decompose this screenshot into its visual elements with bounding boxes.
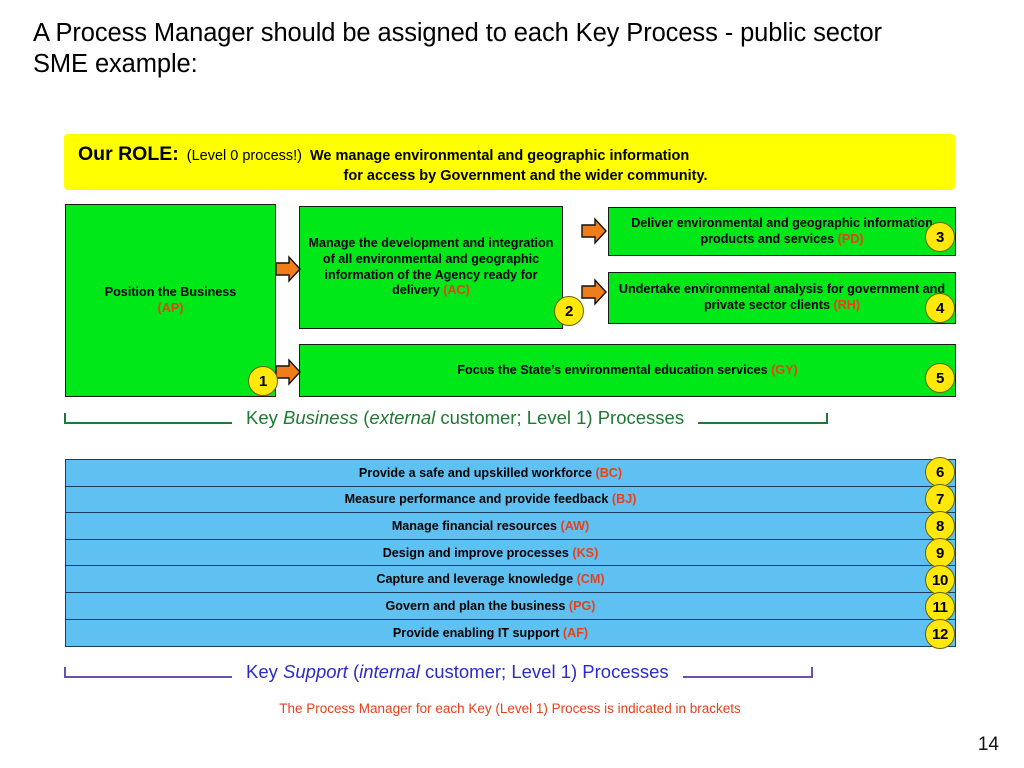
caption-bracket-right [682,666,813,678]
support-process-row[interactable]: Govern and plan the business (PG) [66,593,955,620]
support-process-row[interactable]: Provide a safe and upskilled workforce (… [66,460,955,487]
caption-key-business-processes: Key Business (external customer; Level 1… [64,405,956,431]
process-manager-code: (AC) [443,283,470,298]
caption-support-text: Key Support (internal customer; Level 1)… [232,661,683,683]
support-process-row[interactable]: Provide enabling IT support (AF) [66,620,955,647]
process-box-text: Position the Business (AP) [105,285,237,316]
process-box-text: Undertake environmental analysis for gov… [615,282,949,313]
process-label: Provide enabling IT support [392,625,563,640]
support-badge-11[interactable]: 11 [925,592,955,622]
footnote-process-manager-note: The Process Manager for each Key (Level … [279,701,741,716]
caption-bracket-left [64,412,232,424]
process-manager-code: (BC) [595,465,623,480]
process-badge-2[interactable]: 2 [554,296,584,326]
process-badge-1[interactable]: 1 [248,366,278,396]
process-label: Focus the State’s environmental educatio… [457,362,772,377]
support-row-text: Provide enabling IT support (AF) [393,626,588,640]
role-banner: Our ROLE: (Level 0 process!) We manage env… [64,134,955,190]
process-badge-3[interactable]: 3 [925,222,955,252]
support-badge-9[interactable]: 9 [925,538,955,568]
caption-key-support-processes: Key Support (internal customer; Level 1)… [64,659,956,685]
support-process-row[interactable]: Manage financial resources (AW) [66,513,955,540]
process-box-manage-development[interactable]: Manage the development and integration o… [299,206,563,329]
process-box-text: Deliver environmental and geographic inf… [615,216,949,247]
caption-emphasis-2: external [369,407,436,428]
process-manager-code: (BJ) [611,492,637,507]
process-label: Manage financial resources [391,518,561,533]
support-process-row[interactable]: Design and improve processes (KS) [66,540,955,567]
support-row-text: Measure performance and provide feedback… [345,492,637,506]
support-process-table: Provide a safe and upskilled workforce (… [65,459,956,648]
process-label: Capture and leverage knowledge [376,572,577,587]
process-manager-code: (CM) [576,572,605,587]
process-manager-code: (RH) [833,298,861,312]
process-box-position-the-business[interactable]: Position the Business (AP) [65,204,276,397]
support-row-text: Design and improve processes (KS) [383,546,599,560]
support-badge-6[interactable]: 6 [925,457,955,487]
caption-business-text: Key Business (external customer; Level 1… [232,407,698,429]
caption-emphasis-2: internal [359,661,420,682]
process-label: Govern and plan the business [385,598,569,613]
caption-mid: ( [347,661,360,682]
support-row-text: Capture and leverage knowledge (CM) [376,572,604,586]
page-number: 14 [977,734,999,755]
support-row-text: Govern and plan the business (PG) [386,599,596,613]
process-manager-code: (PG) [568,598,596,613]
role-statement-line-1: We manage environmental and geographic i… [310,148,690,164]
process-label: Position the Business [104,284,237,299]
process-badge-5[interactable]: 5 [925,363,955,393]
process-box-text: Focus the State’s environmental educatio… [457,363,797,379]
caption-post: customer; Level 1) Processes [419,661,669,682]
caption-bracket-right [698,412,829,424]
caption-mid: ( [358,407,370,428]
caption-bracket-left [64,666,232,678]
process-manager-code: (GY) [771,362,798,377]
process-label: Undertake environmental analysis for gov… [618,282,946,312]
process-badge-4[interactable]: 4 [925,293,955,323]
process-manager-code: (AP) [157,300,184,315]
support-row-text: Provide a safe and upskilled workforce (… [359,466,622,480]
process-label: Manage the development and integration o… [308,236,554,298]
caption-emphasis-1: Business [283,407,359,428]
process-label: Design and improve processes [382,545,573,560]
support-badge-10[interactable]: 10 [925,565,955,595]
support-badge-12[interactable]: 12 [925,619,955,649]
process-box-deliver-products-services[interactable]: Deliver environmental and geographic inf… [608,207,956,256]
support-badge-7[interactable]: 7 [925,484,955,514]
role-label: Our ROLE: [78,143,179,165]
process-label: Measure performance and provide feedback [344,492,612,507]
process-manager-code: (PD) [837,231,864,246]
role-level-note: (Level 0 process!) [186,148,302,164]
process-label: Deliver environmental and geographic inf… [631,215,933,246]
support-badge-8[interactable]: 8 [925,511,955,541]
process-box-text: Manage the development and integration o… [306,236,556,298]
process-manager-code: (AW) [560,518,590,533]
support-process-row[interactable]: Capture and leverage knowledge (CM) [66,566,955,593]
role-statement-line-2: for access by Government and the wider c… [343,168,708,184]
caption-pre: Key [246,407,284,428]
caption-emphasis-1: Support [283,661,348,682]
caption-post: customer; Level 1) Processes [435,407,685,428]
support-process-row[interactable]: Measure performance and provide feedback… [66,487,955,514]
process-box-focus-education-services[interactable]: Focus the State’s environmental educatio… [299,344,956,397]
process-manager-code: (AF) [562,625,589,640]
role-banner-line-1: Our ROLE: (Level 0 process!) We manage env… [78,143,689,166]
process-box-undertake-environmental-analysis[interactable]: Undertake environmental analysis for gov… [608,272,956,324]
process-manager-code: (KS) [572,545,599,560]
page-title: A Process Manager should be assigned to … [33,19,882,78]
caption-pre: Key [246,661,284,682]
support-row-text: Manage financial resources (AW) [392,519,589,533]
process-label: Provide a safe and upskilled workforce [358,465,596,480]
